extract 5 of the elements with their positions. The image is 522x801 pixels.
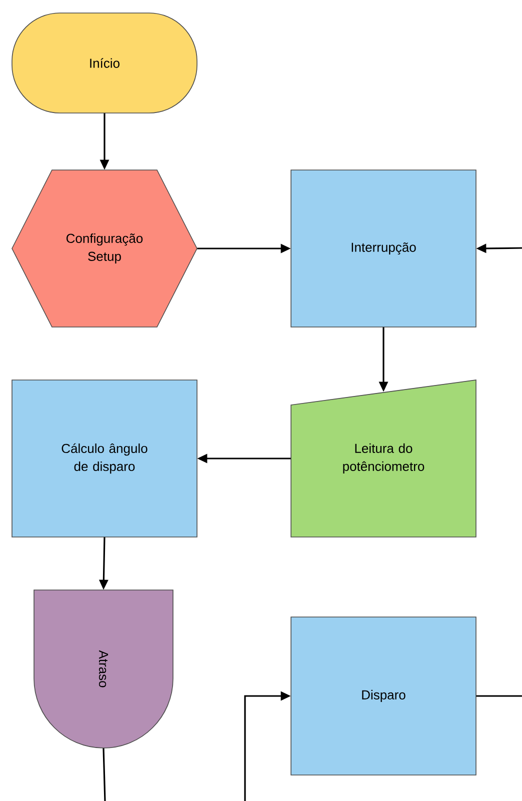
start-terminal: Início: [12, 12, 198, 114]
process-box: Interrupção: [290, 170, 476, 328]
process-box: Disparo: [290, 616, 476, 776]
preparation-hexagon: Configuração Setup: [12, 170, 198, 328]
process-box: Cálculo ângulo de disparo: [12, 380, 198, 538]
